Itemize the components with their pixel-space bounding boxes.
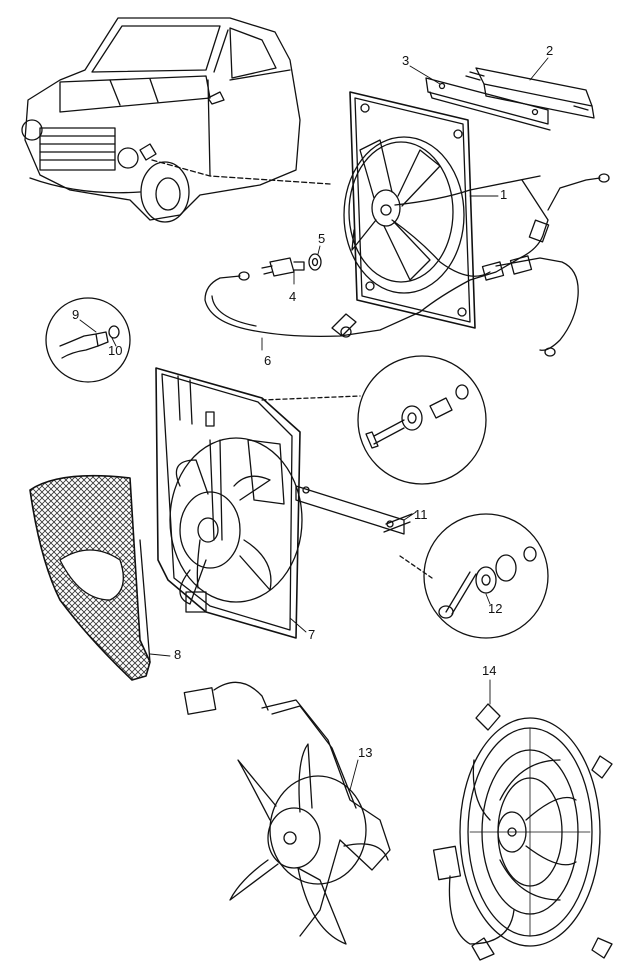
item-4-5-thermo-switch (261, 253, 322, 277)
callout-6: 6 (264, 353, 272, 368)
callout-3: 3 (402, 53, 410, 68)
inset-12-mounting-detail (399, 513, 549, 639)
callout-14: 14 (482, 663, 497, 678)
item-13-fan-with-bracket (183, 681, 391, 945)
item-8-mesh-guard (29, 474, 151, 681)
callout-2: 2 (546, 43, 554, 58)
callout-4: 4 (289, 289, 297, 304)
callout-7: 7 (308, 627, 316, 642)
callout-12: 12 (488, 601, 503, 616)
inset-fixings-detail (261, 355, 487, 485)
callout-11: 11 (414, 507, 428, 522)
callout-1: 1 (500, 187, 508, 202)
callout-leaders (79, 57, 549, 791)
callout-8: 8 (174, 647, 182, 662)
car-illustration (21, 17, 331, 223)
item-6-wiring-harness (204, 173, 610, 357)
inset-9-10-switch-detail (45, 297, 131, 383)
callout-10: 10 (108, 343, 123, 358)
callout-9: 9 (72, 307, 80, 322)
item-14-round-fan (432, 703, 613, 961)
item-2-3-brackets (425, 67, 595, 131)
callout-13: 13 (358, 745, 373, 760)
item-7-cooling-fan (155, 367, 413, 639)
item-1-fan-assembly (343, 91, 541, 329)
callout-5: 5 (318, 231, 326, 246)
